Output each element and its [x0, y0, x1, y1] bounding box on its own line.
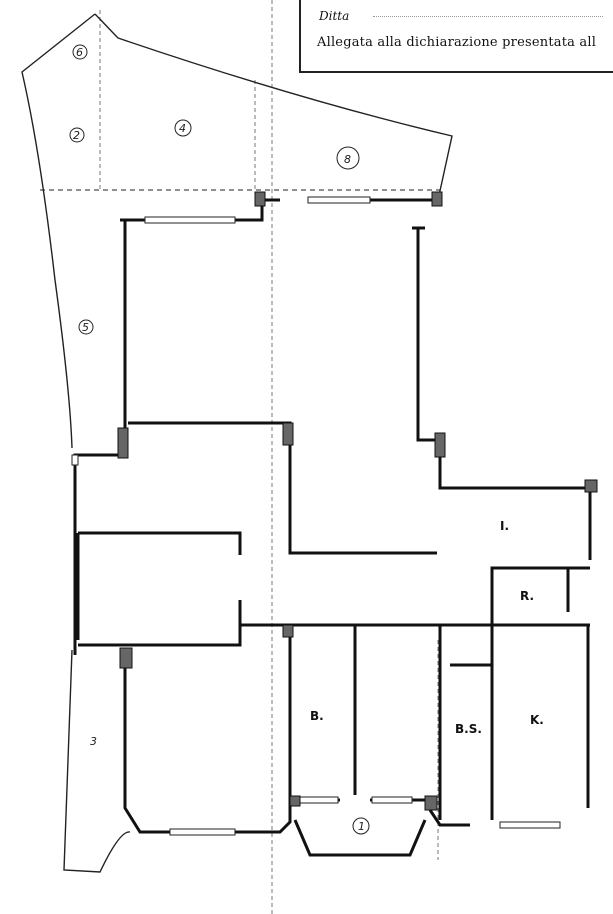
header-form-box: Ditta Allegata alla dichiarazione presen… [299, 0, 613, 73]
area-label-4: 4 [179, 122, 186, 135]
structural-pillars [117, 191, 598, 811]
area-markers [69, 44, 370, 835]
room-label-r: R. [520, 589, 534, 603]
terrace-outline [21, 13, 453, 449]
sheet-guide-lines [99, 0, 439, 914]
room-label-k: K. [530, 713, 544, 727]
header-field-label: Ditta [319, 9, 350, 23]
area-label-6: 6 [76, 46, 83, 59]
exterior-walls [73, 198, 592, 857]
garden-outline [63, 649, 131, 873]
header-field-line [373, 16, 603, 17]
header-note: Allegata alla dichiarazione presentata a… [317, 35, 597, 50]
area-label-5: 5 [82, 321, 89, 334]
room-label-bs: B.S. [455, 722, 482, 736]
area-label-8: 8 [344, 153, 351, 166]
area-label-1-bay: 1 [358, 820, 365, 833]
windows [71, 196, 561, 836]
room-label-hall: I. [500, 519, 509, 533]
area-label-2-garden: 3 [90, 735, 97, 748]
room-label-b: B. [310, 709, 324, 723]
area-label-2: 2 [73, 129, 80, 142]
